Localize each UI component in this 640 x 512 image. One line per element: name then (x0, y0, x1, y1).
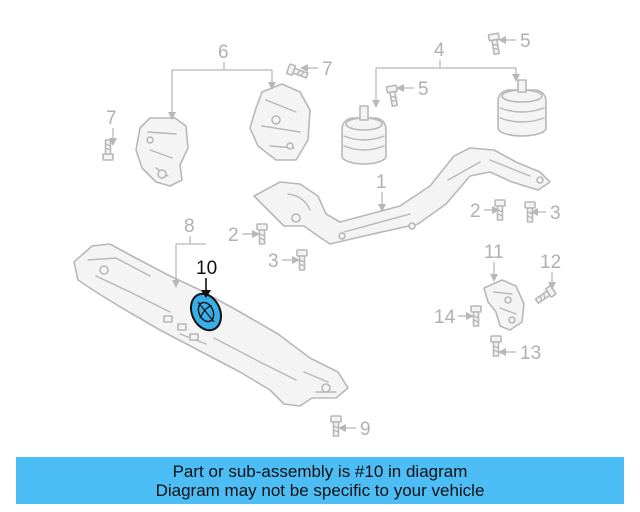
callout-8: 8 (184, 216, 195, 237)
bolt-12 (533, 284, 557, 307)
callout-9: 9 (360, 419, 371, 440)
bracket-left (135, 117, 189, 187)
bolt-13 (490, 335, 502, 357)
callout-5-middle: 5 (418, 79, 429, 100)
leader-6 (168, 62, 276, 120)
leader-8 (172, 236, 206, 288)
banner-line-1: Part or sub-assembly is #10 in diagram (172, 461, 468, 481)
callout-4: 4 (434, 40, 445, 61)
callout-1: 1 (376, 172, 387, 193)
engine-mount-right (497, 79, 547, 137)
callout-14: 14 (434, 307, 456, 328)
callout-13: 13 (520, 343, 541, 364)
engine-mount-left (341, 105, 387, 165)
callout-3-right: 3 (550, 203, 561, 224)
bolt-5-top (487, 32, 503, 56)
callout-6: 6 (218, 42, 229, 63)
info-banner: Part or sub-assembly is #10 in diagram D… (16, 457, 624, 504)
callout-2-right: 2 (470, 201, 481, 222)
callout-10: 10 (196, 258, 217, 279)
callout-2-left: 2 (228, 225, 239, 246)
bracket-11 (483, 279, 525, 331)
part-10-mount-highlighted[interactable] (185, 289, 226, 335)
banner-line-2: Diagram may not be specific to your vehi… (155, 480, 485, 500)
callout-3-left: 3 (268, 251, 279, 272)
leader-4 (372, 60, 520, 108)
parts-diagram: 6 7 7 4 5 (73, 31, 561, 440)
callout-7-upper: 7 (322, 59, 333, 80)
crossmember-arm (253, 147, 551, 245)
callout-7-left: 7 (106, 108, 117, 129)
callout-11: 11 (484, 242, 504, 263)
callout-5-top: 5 (520, 31, 531, 52)
bracket-right (249, 83, 311, 161)
bolt-9 (330, 415, 342, 437)
callout-12: 12 (540, 252, 561, 273)
